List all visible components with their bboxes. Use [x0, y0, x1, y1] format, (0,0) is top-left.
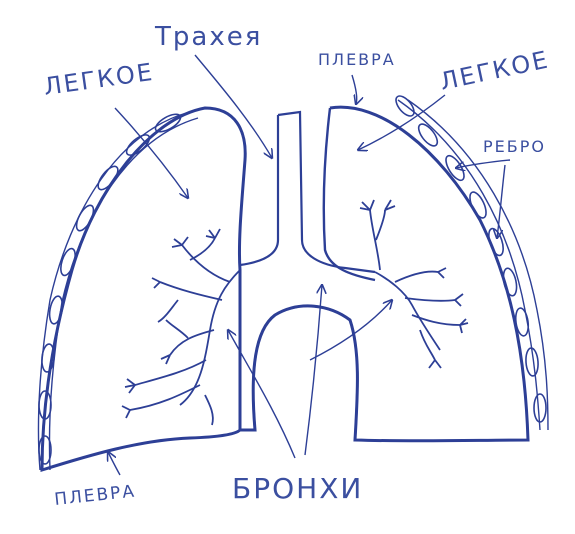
- left-lung-outline: [42, 108, 245, 470]
- pleura-top-arrow: [352, 75, 357, 104]
- right-bronchial-tree: [360, 200, 468, 368]
- label-bronchi: БРОНХИ: [232, 472, 363, 505]
- left-rib-chain: [38, 111, 198, 470]
- label-pleura-top: ПЛЕВРА: [318, 50, 396, 69]
- right-lung-outline: [240, 107, 528, 441]
- right-lung-inner-edge: [324, 108, 375, 280]
- label-trachea: Трахея: [154, 22, 262, 52]
- label-pleura-bottom: ПЛЕВРА: [53, 482, 137, 510]
- label-rib: РЕБРО: [483, 137, 546, 156]
- label-lung-left: ЛЕГКОЕ: [42, 58, 156, 101]
- label-lung-right: ЛЕГКОЕ: [437, 45, 551, 95]
- heart-notch: [253, 306, 357, 440]
- leader-lines: [108, 55, 510, 475]
- trachea-outline: [240, 112, 375, 272]
- pleura-bottom-arrow: [108, 452, 120, 475]
- bronchi-arrow-2: [305, 285, 322, 455]
- bronchi-arrow-1: [228, 330, 295, 458]
- left-bronchial-tree: [122, 229, 240, 425]
- trachea-arrow: [195, 55, 272, 158]
- bronchi-arrow-3: [310, 300, 392, 360]
